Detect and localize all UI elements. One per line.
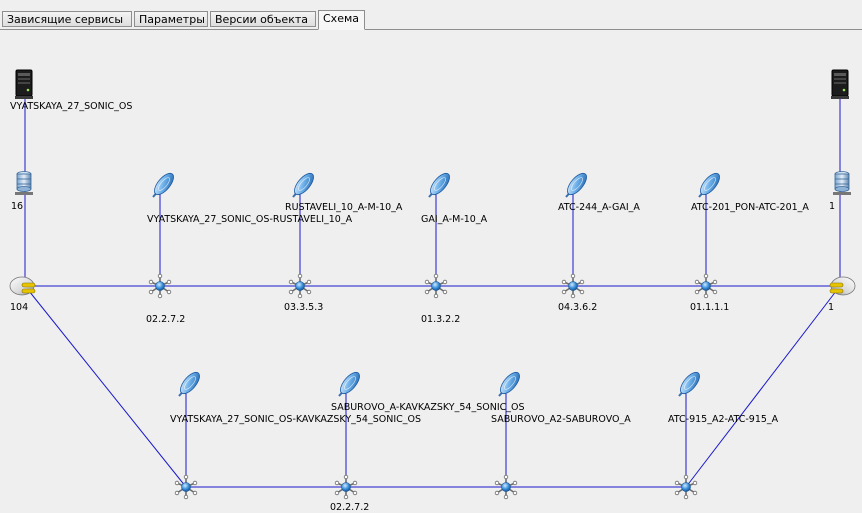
database-label: 16 <box>11 201 23 212</box>
antenna-icon[interactable] <box>696 169 724 199</box>
tab-divider <box>0 29 862 30</box>
switch-label: 01.1.1.1 <box>690 302 729 313</box>
link <box>24 285 187 488</box>
plug-label: 104 <box>10 302 28 313</box>
antenna-label: ATC-915_A2-ATC-915_A <box>668 414 779 425</box>
database-icon[interactable] <box>14 171 34 196</box>
switch-label: 02.2.7.2 <box>146 314 185 325</box>
tab-dependent-services[interactable]: Зависящие сервисы <box>2 11 132 27</box>
database-icon[interactable] <box>832 171 852 196</box>
antenna-icon[interactable] <box>563 169 591 199</box>
antenna-label: RUSTAVELI_10_A-M-10_A <box>285 202 403 213</box>
schema-canvas: VYATSKAYA_27_SONIC_OS 16 1 104 1 VYATSKA… <box>9 69 856 513</box>
antenna-label: GAI_A-M-10_A <box>421 214 488 225</box>
antenna-label: VYATSKAYA_27_SONIC_OS-RUSTAVELI_10_A <box>147 214 353 225</box>
server-icon[interactable] <box>14 69 34 100</box>
tab-object-versions[interactable]: Версии объекта <box>210 11 316 27</box>
switch-label: 04.3.6.2 <box>558 302 597 313</box>
switch-label: 01.3.2.2 <box>421 314 460 325</box>
antenna-label: SABUROVO_A-KAVKAZSKY_54_SONIC_OS <box>331 402 525 413</box>
server-icon[interactable] <box>830 69 850 100</box>
antenna-icon[interactable] <box>336 368 364 398</box>
plug-icon[interactable] <box>9 276 36 296</box>
antenna-label: ATC-244_A-GAI_A <box>558 202 640 213</box>
tab-bar: Зависящие сервисы Параметры Версии объек… <box>0 0 862 30</box>
database-label: 1 <box>829 201 835 212</box>
switch-label: 03.3.5.3 <box>284 302 323 313</box>
switch-label: 02.2.7.2 <box>330 502 369 513</box>
antenna-label: ATC-201_PON-ATC-201_A <box>691 202 809 213</box>
antenna-icon[interactable] <box>496 368 524 398</box>
antenna-icon[interactable] <box>290 169 318 199</box>
tab-parameters[interactable]: Параметры <box>134 11 208 27</box>
antenna-icon[interactable] <box>676 368 704 398</box>
antenna-label: VYATSKAYA_27_SONIC_OS-KAVKAZSKY_54_SONIC… <box>170 414 421 425</box>
tab-schema[interactable]: Схема <box>318 10 365 30</box>
plug-icon[interactable] <box>829 276 856 296</box>
antenna-icon[interactable] <box>426 169 454 199</box>
antenna-icon[interactable] <box>176 368 204 398</box>
antenna-icon[interactable] <box>150 169 178 199</box>
plug-label: 1 <box>828 302 834 313</box>
server-label: VYATSKAYA_27_SONIC_OS <box>10 101 132 112</box>
link <box>685 285 841 488</box>
antenna-label: SABUROVO_A2-SABUROVO_A <box>491 414 631 425</box>
